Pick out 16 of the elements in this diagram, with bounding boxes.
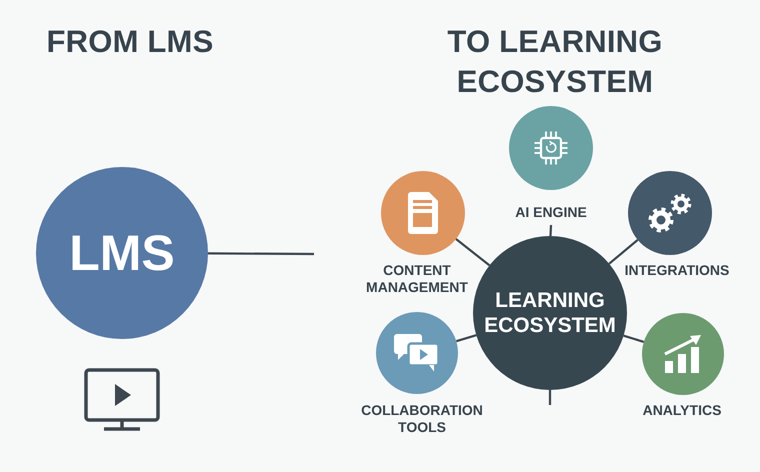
node-label: ANALYTICS: [642, 402, 722, 419]
connector-line: [549, 224, 552, 236]
heading: TO LEARNING ECOSYSTEM: [446, 23, 664, 101]
connector-line: [208, 252, 314, 256]
heading: FROM LMS: [46, 23, 214, 61]
node-label: LEARNING ECOSYSTEM: [483, 288, 617, 338]
node-label: LMS: [69, 225, 175, 281]
node-label: COLLABORATION TOOLS: [360, 402, 484, 436]
connector-line: [548, 390, 552, 405]
connector-line: [455, 238, 490, 266]
connector-line: [623, 334, 644, 343]
connector-line: [608, 239, 638, 265]
node-label: AI ENGINE: [515, 204, 587, 221]
node-label: INTEGRATIONS: [624, 262, 730, 279]
node-label: CONTENT MANAGEMENT: [365, 262, 469, 296]
connector-line: [456, 334, 477, 342]
